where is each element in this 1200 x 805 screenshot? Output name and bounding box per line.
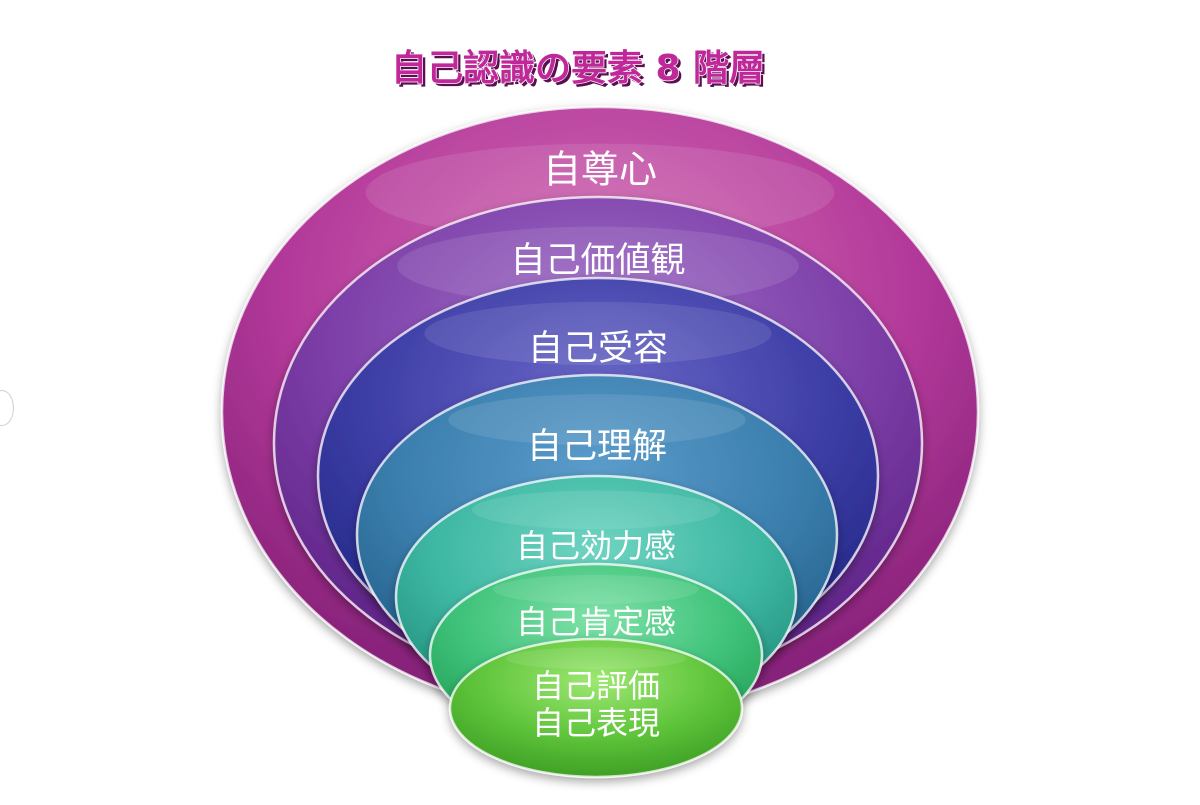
- layer-7-label-2: 自己表現: [532, 704, 660, 742]
- layer-4-label: 自己理解: [527, 427, 667, 467]
- layer-3-label: 自己受容: [528, 329, 668, 369]
- layer-6-label: 自己肯定感: [516, 603, 676, 641]
- layer-2-highlight: [397, 226, 799, 306]
- layer-1-label: 自尊心: [543, 148, 657, 192]
- layer-7-label-1: 自己評価: [532, 667, 660, 705]
- layer-7-highlight: [505, 647, 687, 670]
- diagram-title: 自己認識の要素 8 階層 自己認識の要素 8 階層: [390, 47, 768, 92]
- layer-3-highlight: [424, 301, 772, 366]
- layer-2-label: 自己価値観: [510, 241, 685, 281]
- layer-6-highlight: [493, 574, 699, 605]
- layer-4-highlight: [448, 394, 746, 446]
- diagram-title-shadow: 自己認識の要素 8 階層: [394, 51, 768, 92]
- diagram-title-text: 自己認識の要素 8 階層: [391, 48, 765, 89]
- layer-7-ellipse: [448, 637, 744, 779]
- layer-5-label: 自己効力感: [516, 527, 676, 565]
- layer-5-highlight: [472, 490, 720, 530]
